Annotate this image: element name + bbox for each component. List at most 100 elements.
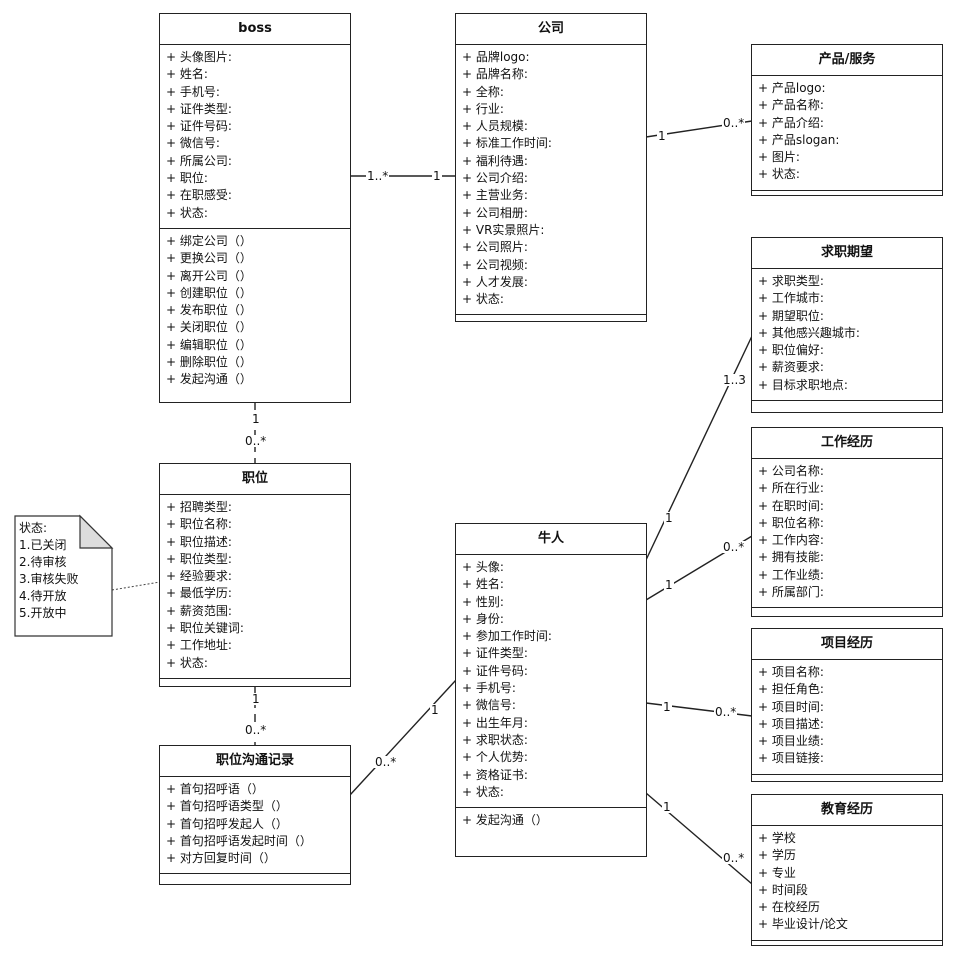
attribute: 产品slogan:: [758, 132, 936, 149]
attribute: 行业:: [462, 101, 640, 118]
attribute: 证件号码:: [166, 118, 344, 135]
attribute: 工作业绩:: [758, 567, 936, 584]
attribute: 时间段: [758, 882, 936, 899]
class-position-chat-record: 职位沟通记录首句招呼语（）首句招呼语类型（）首句招呼发起人（）首句招呼语发起时间…: [159, 745, 351, 885]
operations-section: [752, 608, 942, 622]
attribute: 头像:: [462, 559, 640, 576]
attribute: 姓名:: [166, 66, 344, 83]
attribute: 首句招呼语发起时间（）: [166, 833, 344, 850]
attribute: 薪资范围:: [166, 603, 344, 620]
attribute: 手机号:: [166, 84, 344, 101]
mult-company-product-b: 0..*: [722, 116, 746, 130]
operations-section: [752, 941, 942, 955]
attribute: 手机号:: [462, 680, 640, 697]
attribute: 在校经历: [758, 899, 936, 916]
attributes-section: 求职类型:工作城市:期望职位:其他感兴趣城市:职位偏好:薪资要求:目标求职地点:: [752, 269, 942, 402]
mult-company-product-a: 1: [657, 129, 667, 143]
mult-niuren-work-b: 0..*: [722, 540, 746, 554]
attribute: 证件号码:: [462, 663, 640, 680]
attribute: 职位类型:: [166, 551, 344, 568]
attribute: 在职感受:: [166, 187, 344, 204]
class-name: 教育经历: [752, 795, 942, 826]
attribute: 薪资要求:: [758, 359, 936, 376]
attribute: 状态:: [462, 291, 640, 308]
assoc-niuren-expect: [645, 335, 753, 561]
attribute: 经验要求:: [166, 568, 344, 585]
class-job-expectation: 求职期望求职类型:工作城市:期望职位:其他感兴趣城市:职位偏好:薪资要求:目标求…: [751, 237, 943, 413]
attributes-section: 学校学历专业时间段在校经历毕业设计/论文: [752, 826, 942, 941]
attribute: 证件类型:: [462, 645, 640, 662]
attribute: 所在行业:: [758, 480, 936, 497]
attribute: 毕业设计/论文: [758, 916, 936, 933]
attributes-section: 公司名称:所在行业:在职时间:职位名称:工作内容:拥有技能:工作业绩:所属部门:: [752, 459, 942, 609]
attribute: 项目名称:: [758, 664, 936, 681]
mult-niuren-edu-b: 0..*: [722, 851, 746, 865]
attribute: 项目链接:: [758, 750, 936, 767]
attribute: 微信号:: [462, 697, 640, 714]
attribute: 产品logo:: [758, 80, 936, 97]
attribute: 状态:: [166, 655, 344, 672]
class-niuren: 牛人头像:姓名:性别:身份:参加工作时间:证件类型:证件号码:手机号:微信号:出…: [455, 523, 647, 857]
class-boss: boss头像图片:姓名:手机号:证件类型:证件号码:微信号:所属公司:职位:在职…: [159, 13, 351, 403]
mult-niuren-expect-b: 1..3: [722, 373, 747, 387]
attribute: 在职时间:: [758, 498, 936, 515]
attribute: 所属公司:: [166, 153, 344, 170]
attribute: 主营业务:: [462, 187, 640, 204]
class-name: 公司: [456, 14, 646, 45]
operation: 关闭职位（）: [166, 319, 344, 336]
attribute: 状态:: [166, 205, 344, 222]
attribute: 状态:: [462, 784, 640, 801]
class-project-experience: 项目经历项目名称:担任角色:项目时间:项目描述:项目业绩:项目链接:: [751, 628, 943, 782]
operations-section: [752, 775, 942, 789]
class-name: 产品/服务: [752, 45, 942, 76]
class-position: 职位招聘类型:职位名称:职位描述:职位类型:经验要求:最低学历:薪资范围:职位关…: [159, 463, 351, 687]
attribute: 公司相册:: [462, 205, 640, 222]
operations-section: 绑定公司（）更换公司（）离开公司（）创建职位（）发布职位（）关闭职位（）编辑职位…: [160, 229, 350, 395]
attribute: 参加工作时间:: [462, 628, 640, 645]
operations-section: [456, 315, 646, 329]
mult-niuren-edu-a: 1: [662, 800, 672, 814]
attribute: 公司视频:: [462, 257, 640, 274]
attribute: 学校: [758, 830, 936, 847]
operation: 发起沟通（）: [166, 371, 344, 388]
attribute: 姓名:: [462, 576, 640, 593]
operation: 删除职位（）: [166, 354, 344, 371]
attribute: 微信号:: [166, 135, 344, 152]
attribute: 人员规模:: [462, 118, 640, 135]
class-name: boss: [160, 14, 350, 45]
note-line: 4.待开放: [19, 589, 67, 603]
attributes-section: 产品logo:产品名称:产品介绍:产品slogan:图片:状态:: [752, 76, 942, 191]
mult-position-record-a: 1: [251, 692, 261, 706]
class-name: 项目经历: [752, 629, 942, 660]
operation: 编辑职位（）: [166, 337, 344, 354]
attribute: 公司介绍:: [462, 170, 640, 187]
attribute: 期望职位:: [758, 308, 936, 325]
attribute: 公司名称:: [758, 463, 936, 480]
operation: 绑定公司（）: [166, 233, 344, 250]
attribute: 其他感兴趣城市:: [758, 325, 936, 342]
attribute: 职位名称:: [166, 516, 344, 533]
mult-niuren-expect-a: 1: [664, 511, 674, 525]
attribute: 所属部门:: [758, 584, 936, 601]
attribute: 标准工作时间:: [462, 135, 640, 152]
note-line: 状态:: [19, 521, 48, 535]
operation: 发起沟通（）: [462, 812, 640, 829]
attribute: 人才发展:: [462, 274, 640, 291]
attribute: 首句招呼语类型（）: [166, 798, 344, 815]
class-name: 求职期望: [752, 238, 942, 269]
attribute: 求职状态:: [462, 732, 640, 749]
note-line: 5.开放中: [19, 606, 67, 620]
attributes-section: 首句招呼语（）首句招呼语类型（）首句招呼发起人（）首句招呼语发起时间（）对方回复…: [160, 777, 350, 875]
class-company: 公司品牌logo:品牌名称:全称:行业:人员规模:标准工作时间:福利待遇:公司介…: [455, 13, 647, 322]
attribute: 证件类型:: [166, 101, 344, 118]
attribute: 品牌logo:: [462, 49, 640, 66]
attribute: 拥有技能:: [758, 549, 936, 566]
note-line: 1.已关闭: [19, 538, 67, 552]
operations-section: [160, 874, 350, 888]
attributes-section: 项目名称:担任角色:项目时间:项目描述:项目业绩:项目链接:: [752, 660, 942, 775]
mult-niuren-project-b: 0..*: [714, 705, 738, 719]
attribute: 目标求职地点:: [758, 377, 936, 394]
